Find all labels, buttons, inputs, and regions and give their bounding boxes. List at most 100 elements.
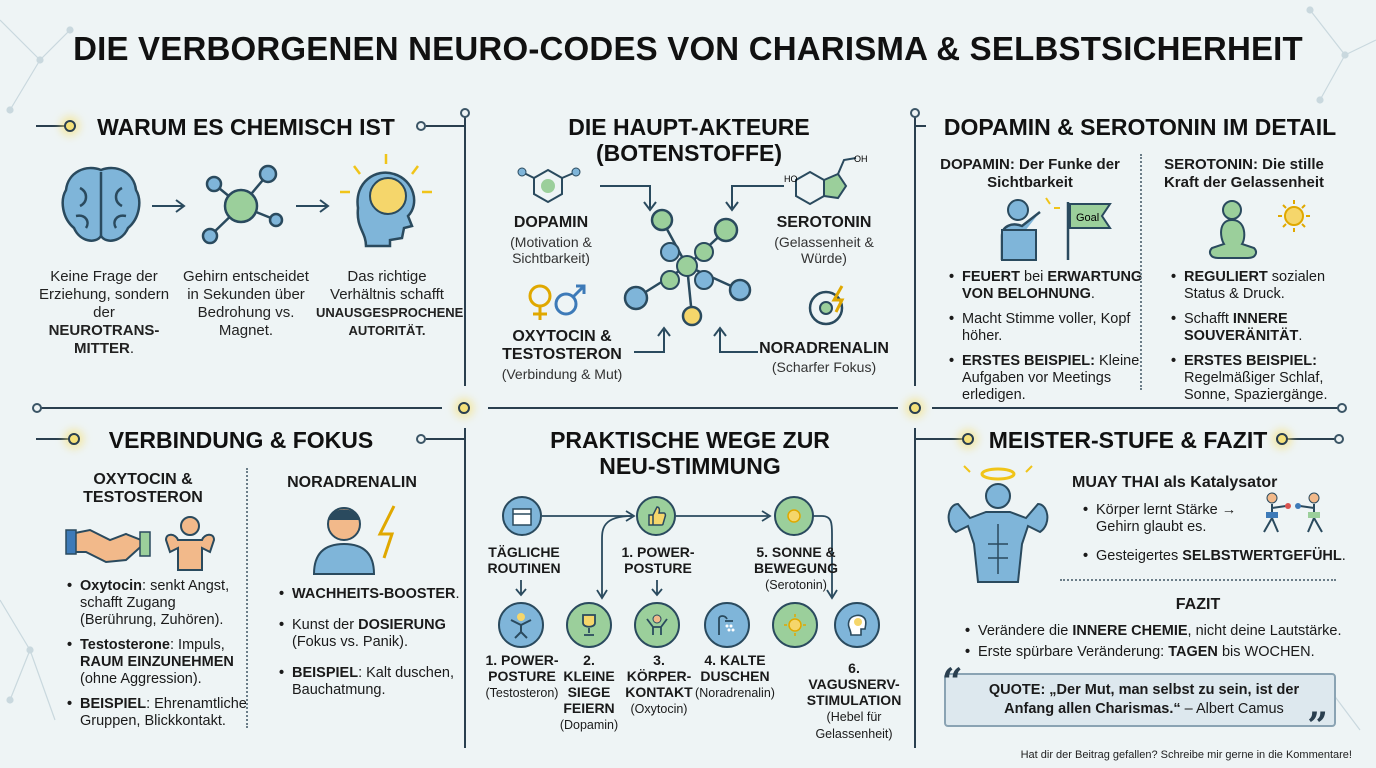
quote-box: “ QUOTE: „Der Mut, man selbst zu sein, i…: [942, 661, 1336, 747]
trophy-icon: [566, 602, 612, 648]
node-dot: [64, 120, 76, 132]
divider: [426, 125, 466, 127]
dopamin-list: FEUERT bei ERWARTUNG VON BELOHNUNG. Mach…: [948, 269, 1152, 412]
divider: [246, 468, 248, 728]
serotonin-desc: (Gelassenheit & Würde): [774, 234, 874, 266]
svg-text:Goal: Goal: [1076, 212, 1099, 224]
divider: [488, 407, 898, 409]
divider: [36, 125, 66, 127]
node-dot: [909, 402, 921, 414]
step-label: 5. SONNE & BEWEGUNG(Serotonin): [754, 544, 838, 592]
thumbs-up-icon: [636, 496, 676, 536]
boxers-icon: [1263, 492, 1323, 533]
divider: [38, 407, 442, 409]
step-label: 3. KÖRPER-KONTAKT(Oxytocin): [625, 652, 693, 716]
brain-icon: [61, 166, 141, 242]
list-item: ERSTES BEISPIEL: Kleine Aufgaben vor Mee…: [949, 353, 1152, 404]
divider: [914, 428, 916, 748]
page-title: DIE VERBORGENEN NEURO-CODES VON CHARISMA…: [73, 30, 1303, 67]
section-title-detail: DOPAMIN & SEROTONIN IM DETAIL: [943, 114, 1337, 140]
sec1-text-3: Das richtige Verhältnis schafft UNAUSGES…: [316, 268, 464, 338]
node-dot: [32, 403, 42, 413]
list-item: Erste spürbare Veränderung: TAGEN bis WO…: [965, 644, 1358, 661]
dopamin-label: DOPAMIN: [513, 214, 589, 231]
svg-text:OH: OH: [854, 154, 868, 164]
arrow-down-icon: [515, 580, 527, 597]
node-dot: [416, 121, 426, 131]
fazit-heading: FAZIT: [1175, 596, 1221, 613]
oxy-testo-list: Oxytocin: senkt Angst, schafft Zugang (B…: [66, 578, 256, 738]
step-label: TÄGLICHE ROUTINEN: [487, 544, 561, 576]
list-item: Verändere die INNERE CHEMIE, nicht deine…: [965, 623, 1358, 640]
node-dot: [458, 402, 470, 414]
serotonin-structure-icon: OH HO: [784, 154, 868, 206]
list-item: Schafft INNERE SOUVERÄNITÄT.: [1171, 311, 1360, 345]
muay-list: Körper lernt Stärke → Gehirn glaubt es. …: [1082, 502, 1346, 573]
footer-text: Hat dir der Beitrag gefallen? Schreibe m…: [1020, 749, 1352, 761]
list-item: REGULIERT sozialen Status & Druck.: [1171, 269, 1360, 303]
node-dot: [1276, 433, 1288, 445]
node-dot: [962, 433, 974, 445]
posture-icon: [498, 602, 544, 648]
divider: [932, 407, 1340, 409]
list-item: BEISPIEL: Kalt duschen, Bauchatmung.: [279, 665, 466, 699]
molecule-icon: [201, 164, 284, 245]
oxy-testo-heading: OXYTOCIN & TESTOSTERON: [83, 471, 203, 506]
divider: [914, 116, 916, 386]
dopamine-structure-icon: [517, 167, 581, 204]
quote-close-icon: ”: [1307, 705, 1328, 747]
divider: [1284, 438, 1338, 440]
list-item: Gesteigertes SELBSTWERTGEFÜHL.: [1083, 548, 1356, 565]
noradrenalin-desc: (Scharfer Fokus): [771, 359, 877, 375]
serotonin-list: REGULIERT sozialen Status & Druck. Schaf…: [1170, 269, 1360, 412]
divider: [1140, 154, 1142, 390]
arrow-in-icon: [600, 185, 657, 212]
calendar-icon: [502, 496, 542, 536]
head-glow-icon: [340, 154, 432, 248]
handshake-flex-icon: [65, 516, 216, 571]
sec1-text-1: Keine Frage der Erziehung, sondern der N…: [38, 268, 170, 357]
step-label: 1. POWER-POSTURE(Testosteron): [485, 652, 559, 700]
list-item: Körper lernt Stärke → Gehirn glaubt es.: [1083, 502, 1272, 536]
arrow-in-icon: [713, 326, 758, 353]
muscular-figure-icon: [947, 465, 1049, 583]
gender-symbols-icon: [528, 284, 586, 320]
quote-open-icon: “: [942, 661, 963, 703]
list-item: WACHHEITS-BOOSTER.: [279, 586, 466, 603]
divider: [36, 438, 72, 440]
neurotransmitter-network-icon: [623, 208, 752, 327]
sec1-text-2: Gehirn entscheidet in Sekunden über Bedr…: [183, 268, 309, 339]
divider: [426, 438, 466, 440]
step-label: 4. KALTE DUSCHEN(Noradrenalin): [695, 652, 775, 700]
shower-icon: [704, 602, 750, 648]
node-dot: [910, 108, 920, 118]
noradrenalin-label: NORADRENALIN: [759, 340, 889, 357]
serotonin-heading: SEROTONIN: Die stille Kraft der Gelassen…: [1163, 156, 1325, 191]
serotonin-label: SEROTONIN: [776, 214, 872, 231]
oxytocin-label: OXYTOCIN & TESTOSTERON: [502, 328, 622, 363]
focus-lightning-icon: [808, 285, 845, 326]
flow-connectors: [542, 510, 838, 600]
list-item: FEUERT bei ERWARTUNG VON BELOHNUNG.: [949, 269, 1152, 303]
list-item: ERSTES BEISPIEL: Regelmäßiger Schlaf, So…: [1171, 353, 1360, 404]
fazit-list: Verändere die INNERE CHEMIE, nicht deine…: [964, 623, 1358, 669]
noradrenalin-heading: NORADRENALIN: [287, 474, 417, 491]
quote-text: QUOTE: „Der Mut, man selbst zu sein, ist…: [988, 682, 1300, 717]
arrow-right-icon: [296, 199, 330, 213]
node-dot: [1337, 403, 1347, 413]
sun-icon: [772, 602, 818, 648]
section-title-verbindung: VERBINDUNG & FOKUS: [108, 427, 374, 453]
step-label: 6. VAGUSNERV-STIMULATION(Hebel für Gelas…: [806, 660, 902, 741]
alert-person-icon: [312, 505, 396, 575]
arrow-down-icon: [651, 580, 663, 597]
node-dot: [460, 108, 470, 118]
list-item: Macht Stimme voller, Kopf höher.: [949, 311, 1152, 345]
arrow-in-icon: [725, 185, 784, 212]
step-label: 2. KLEINE SIEGE FEIERN(Dopamin): [559, 652, 619, 732]
step-label: 1. POWER-POSTURE: [621, 544, 695, 576]
section-title-meister: MEISTER-STUFE & FAZIT: [988, 427, 1268, 453]
noradrenalin-list: WACHHEITS-BOOSTER. Kunst der DOSIERUNG (…: [278, 586, 466, 707]
dopamin-desc: (Motivation & Sichtbarkeit): [510, 234, 592, 266]
divider: [464, 116, 466, 386]
